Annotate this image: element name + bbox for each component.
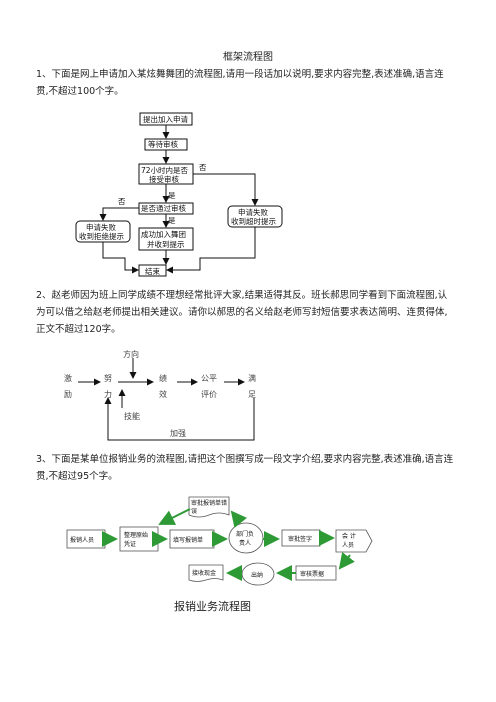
flow-label-yes-1: 是: [168, 191, 176, 200]
flow-label-submit: 提出加入申请: [143, 114, 188, 124]
flow-label-end: 结束: [145, 266, 160, 276]
q3-node-dept: [228, 522, 264, 554]
q3-node-accountant: [335, 529, 373, 553]
q2-label-satisfaction-2: 足: [248, 390, 256, 399]
flow-label-no-1: 否: [199, 163, 207, 172]
q2-label-performance-1: 绩: [159, 373, 167, 383]
q3-label-accountant-1: 会 计: [342, 532, 356, 540]
question-2-text: 2、赵老师因为班上同学成绩不理想经常批评大家,结果适得其反。班长郝思同学看到下面…: [36, 290, 448, 335]
q2-label-satisfaction-1: 满: [248, 373, 256, 383]
q3-label-review: 审核票据: [300, 570, 324, 578]
q2-label-direction: 方向: [123, 349, 139, 359]
q3-node-receive: [188, 564, 224, 582]
q3-label-organize-1: 整理原始: [124, 531, 148, 539]
q3-caption: 报销业务流程图: [174, 600, 251, 613]
flow-label-fail-timeout-2: 收到超时提示: [231, 216, 276, 226]
q2-label-evaluation-1: 公平: [201, 374, 217, 383]
q2-label-effort-1: 努: [104, 373, 112, 383]
q3-label-approve: 审批签字: [288, 535, 312, 543]
flow-label-no-2: 否: [118, 197, 126, 206]
flow-label-success-2: 并收到提示: [147, 239, 185, 249]
flow-label-fail-timeout-1: 申请失败: [238, 207, 268, 217]
page-title: 框架流程图: [223, 52, 273, 63]
q3-label-objection-2: 误: [191, 507, 197, 515]
q3-label-organize-2: 凭证: [124, 540, 136, 548]
q2-label-effort-2: 力: [104, 389, 112, 399]
flow-label-check72-2: 接受审核: [149, 174, 179, 184]
flow-label-pass: 是否通过审核: [141, 203, 186, 213]
q3-node-organize: [119, 526, 159, 552]
q2-label-evaluation-2: 评价: [201, 390, 217, 399]
flow-label-success-1: 成功加入舞团: [141, 229, 186, 239]
q3-label-dept-1: 部门负: [236, 530, 254, 538]
q2-label-performance-2: 效: [159, 389, 167, 399]
q3-label-fill: 填写报销单: [173, 536, 203, 544]
q3-label-applicant: 报销人员: [70, 536, 94, 544]
flow-label-yes-2: 是: [168, 216, 176, 225]
flow-label-check72-1: 72小时内是否: [141, 165, 189, 175]
q2-label-strengthen: 加强: [170, 428, 186, 438]
question-3-text: 3、下面是某单位报销业务的流程图,请把这个图撰写成一段文字介绍,要求内容完整,表…: [36, 454, 454, 482]
flow-label-fail-2: 收到拒绝提示: [79, 231, 124, 241]
flow-label-wait: 等待审核: [148, 139, 178, 149]
q3-node-objection: [188, 496, 230, 518]
q2-label-motivation-2: 励: [64, 390, 72, 399]
q3-label-dept-2: 责人: [239, 539, 251, 547]
q3-label-receive: 接收现金: [192, 569, 216, 577]
flow-label-fail-1: 申请失败: [86, 222, 116, 232]
q2-label-motivation-1: 激: [64, 373, 72, 383]
q2-label-skill: 技能: [124, 411, 140, 421]
q3-label-cashier: 出纳: [251, 571, 263, 579]
question-1-text: 1、下面是网上申请加入某炫舞舞团的流程图,请用一段话加以说明,要求内容完整,表述…: [36, 69, 444, 97]
q3-label-accountant-2: 人员: [342, 542, 354, 549]
q3-label-objection-1: 审批报销单错: [191, 499, 227, 507]
